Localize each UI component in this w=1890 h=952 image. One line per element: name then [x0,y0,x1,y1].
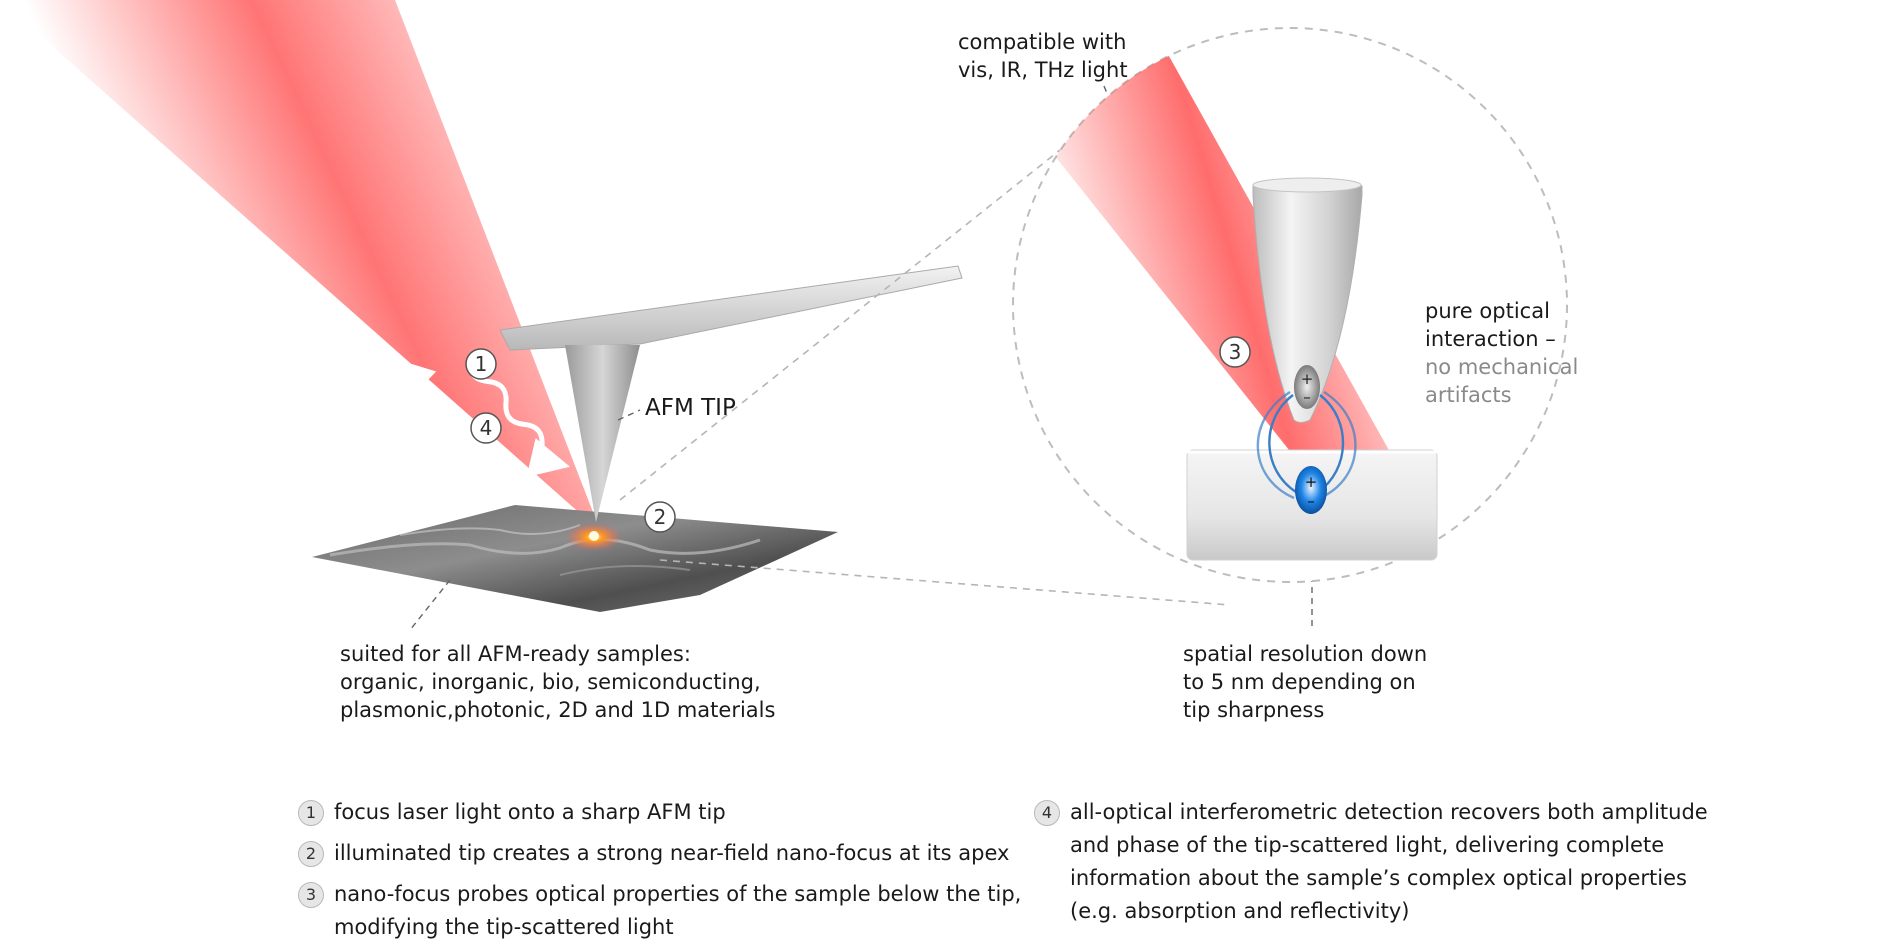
label-pure-optical: pure optical interaction – no mechanical… [1425,299,1579,407]
afm-cantilever [499,265,963,351]
legend-badge-1: 1 [298,800,324,826]
legend-item-4: 4 all-optical interferometric detection … [1034,796,1708,928]
legend-badge-4: 4 [1034,800,1060,826]
svg-text:4: 4 [480,416,493,440]
legend-badge-2: 2 [298,841,324,867]
label-suited-samples: suited for all AFM-ready samples: organi… [340,642,776,722]
label-spatial-resolution: spatial resolution down to 5 nm dependin… [1183,642,1428,722]
marker-4: 4 [470,412,502,444]
svg-text:3: 3 [1229,340,1242,364]
label-afm-tip: AFM TIP [645,395,736,421]
sample-dipole: + – [1295,466,1327,514]
marker-1: 1 [465,348,497,380]
near-field-lines [1256,390,1357,500]
legend-item-3: 3 nano-focus probes optical properties o… [298,878,1021,944]
tip-dipole: + – [1294,365,1320,409]
svg-text:–: – [1303,388,1311,406]
legend-left: 1 focus laser light onto a sharp AFM tip… [298,796,1021,952]
left-laser-beam [0,0,596,524]
sample-surface [312,505,838,612]
afm-tip-small [565,345,640,522]
afm-tip-large [1252,177,1363,423]
marker-2: 2 [644,501,676,533]
svg-text:2: 2 [654,505,667,529]
scattered-light-arrows [397,359,570,478]
legend-item-2: 2 illuminated tip creates a strong near-… [298,837,1021,870]
svg-text:+: + [1305,473,1318,491]
focus-glow [566,523,622,551]
svg-text:+: + [1301,370,1314,388]
svg-text:–: – [1307,492,1315,510]
svg-text:1: 1 [475,352,488,376]
zoom-connector-lines [619,149,1231,606]
label-compatible: compatible with vis, IR, THz light [958,30,1128,82]
marker-3: 3 [1219,336,1251,368]
legend-badge-3: 3 [298,882,324,908]
legend-right: 4 all-optical interferometric detection … [1034,796,1708,936]
legend-item-1: 1 focus laser light onto a sharp AFM tip [298,796,1021,829]
